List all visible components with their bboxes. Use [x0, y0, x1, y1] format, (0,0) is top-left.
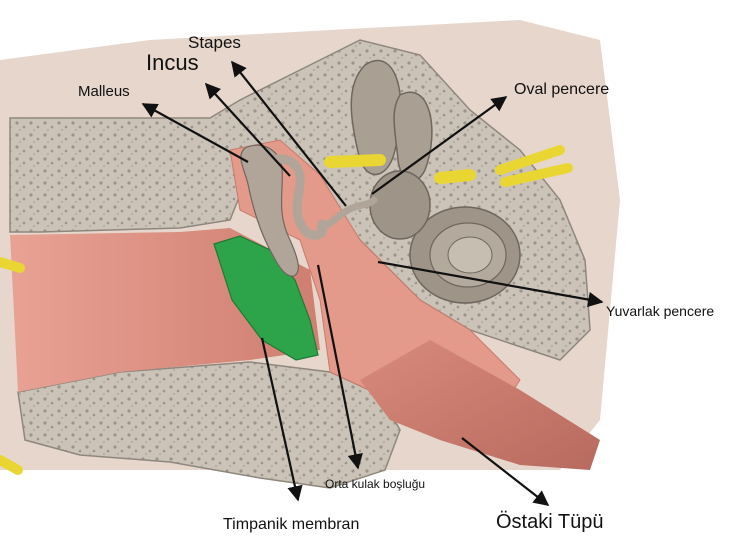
label-round-window: Yuvarlak pencere — [606, 304, 714, 318]
label-eustachian-tube: Östaki Tüpü — [496, 512, 603, 532]
label-tympanic-membrane: Timpanik membran — [223, 517, 359, 533]
label-oval-window: Oval pencere — [514, 82, 609, 98]
label-malleus: Malleus — [78, 84, 130, 99]
label-middle-ear-cavity: Orta kulak boşluğu — [325, 478, 425, 490]
label-stapes: Stapes — [188, 34, 241, 51]
label-incus: Incus — [146, 52, 199, 74]
